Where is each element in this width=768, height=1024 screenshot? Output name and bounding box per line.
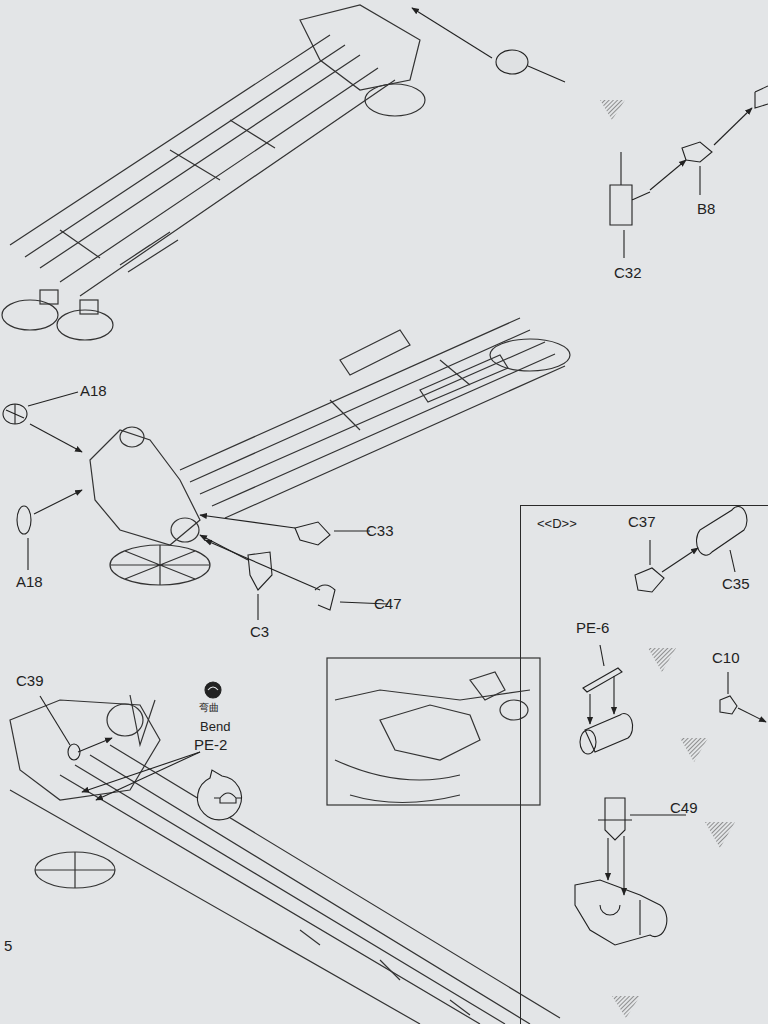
callout-number: PE-2 — [194, 737, 227, 752]
callout-number: Bend — [200, 720, 230, 733]
callout-number: C35 — [722, 576, 750, 591]
gun-carriage-top — [2, 5, 425, 340]
panel-d-parts — [575, 507, 766, 1018]
callout-number: PE-6 — [576, 620, 609, 635]
callout-number: C32 — [614, 265, 642, 280]
callout-number: B8 — [697, 201, 715, 216]
callout-number: C39 — [16, 673, 44, 688]
callout-number: A18 — [16, 574, 43, 589]
callout-number: 弯曲 — [199, 703, 219, 713]
callout-number: 5 — [4, 938, 12, 953]
callout-number: C10 — [712, 650, 740, 665]
callout-number: C49 — [670, 800, 698, 815]
part-arrows-bottom — [40, 682, 242, 820]
panel-heading: <<D>> — [537, 516, 577, 531]
detail-inset — [327, 658, 540, 805]
callout-number: A18 — [80, 383, 107, 398]
callout-number: C3 — [250, 624, 269, 639]
callout-number: C37 — [628, 514, 656, 529]
part-arrows-top — [412, 8, 768, 258]
callout-number: C47 — [374, 596, 402, 611]
gun-carriage-middle — [90, 318, 570, 585]
callout-number: C33 — [366, 523, 394, 538]
part-arrows-middle — [3, 392, 388, 620]
